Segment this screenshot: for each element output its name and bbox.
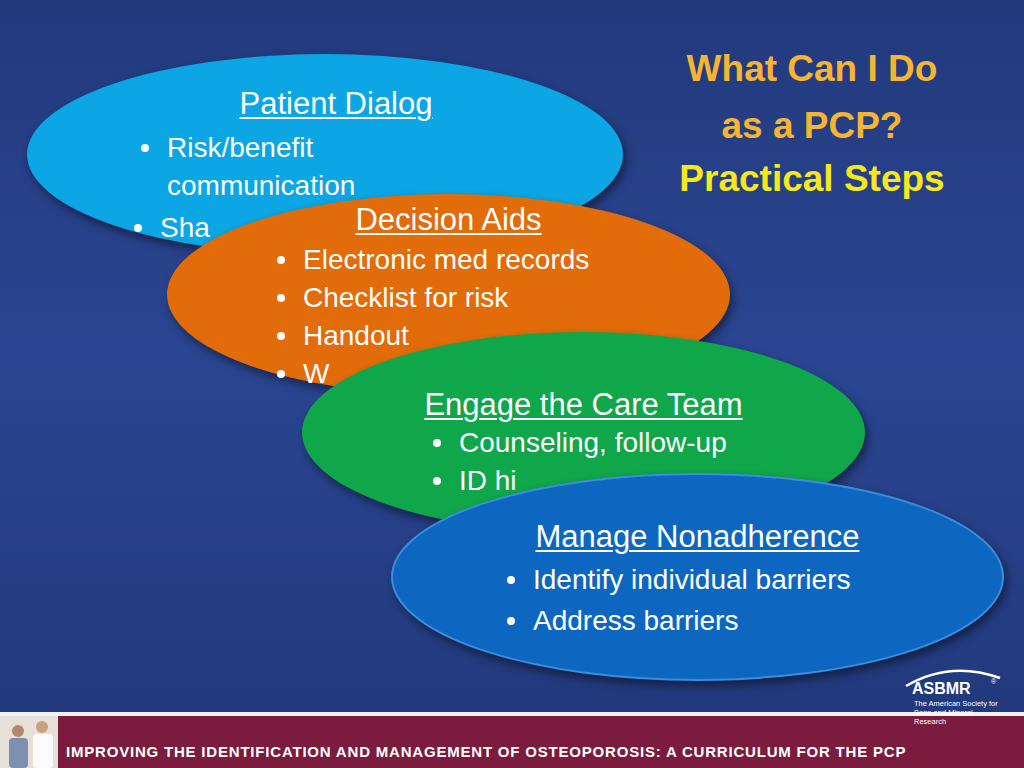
footer-band (58, 716, 1024, 768)
photo-figure-body (9, 738, 28, 768)
footer-text: IMPROVING THE IDENTIFICATION AND MANAGEM… (66, 742, 906, 762)
ellipse-shape (392, 474, 1003, 680)
slide-title: What Can I Do as a PCP? (672, 40, 952, 154)
step-ellipse: Manage NonadherenceIdentify individual b… (390, 472, 1005, 682)
bullet-item: Handout (303, 317, 409, 355)
bullet-item: Sha (160, 209, 210, 247)
bullet-item: Risk/benefit communication (167, 129, 382, 205)
step-heading: Manage Nonadherence (390, 517, 1005, 557)
background-fill (0, 0, 1024, 712)
photo-figure-head (36, 721, 48, 733)
slide-subtitle: Practical Steps (672, 150, 952, 207)
footer-photo (0, 716, 58, 768)
bullet-item: Identify individual barriers (533, 561, 851, 599)
step-heading: Engage the Care Team (300, 385, 867, 425)
photo-figure-head (12, 725, 24, 737)
bullet-item: Checklist for risk (303, 279, 508, 317)
step-heading: Patient Dialog (136, 84, 536, 124)
bullet-item: Counseling, follow-up (459, 424, 727, 462)
bullet-item: ID hi (459, 462, 517, 500)
footer-rule (0, 712, 1024, 716)
bullet-item: W (303, 355, 329, 393)
logo-text: ASBMR (912, 680, 971, 698)
logo-subtitle: The American Society for Bone and Minera… (914, 699, 1006, 726)
step-heading: Decision Aids (165, 200, 732, 240)
photo-figure-body (33, 734, 53, 768)
bullet-item: Electronic med records (303, 241, 589, 279)
bullet-item: Address barriers (533, 602, 738, 640)
registered-mark: ® (991, 678, 996, 686)
